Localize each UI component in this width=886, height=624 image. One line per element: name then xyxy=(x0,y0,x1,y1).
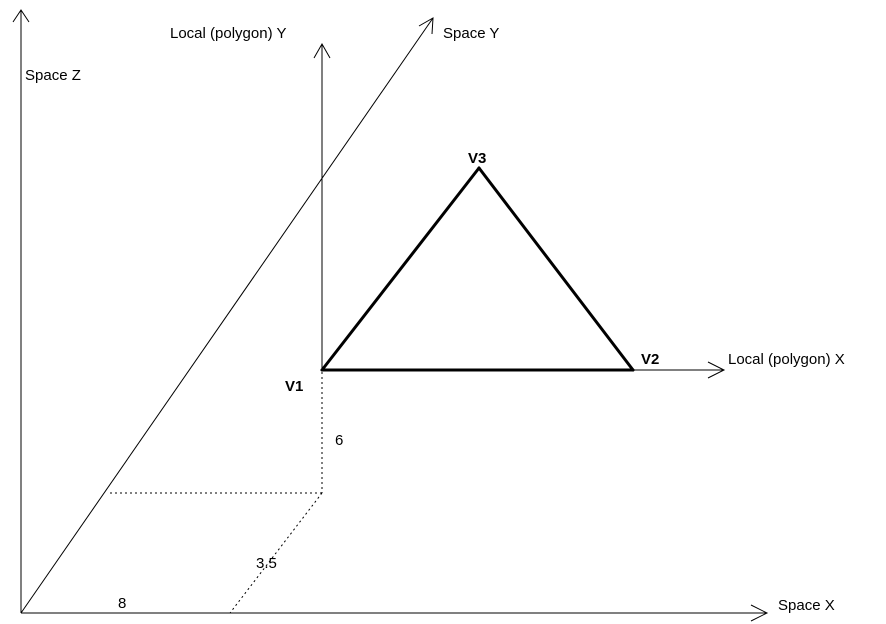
space-z-label: Space Z xyxy=(25,67,81,84)
triangle-polygon xyxy=(320,166,635,372)
y-offset-label: 3.5 xyxy=(256,555,277,572)
z-offset-label: 6 xyxy=(335,432,343,449)
x-offset-label: 8 xyxy=(118,595,126,612)
edge-v3-v2 xyxy=(477,166,635,372)
local-y-axis xyxy=(313,42,331,370)
vertex-v1-label: V1 xyxy=(285,378,303,395)
space-y-label: Space Y xyxy=(443,25,499,42)
y-projection-line xyxy=(229,492,323,614)
projection-lines xyxy=(110,372,323,614)
local-x-label: Local (polygon) X xyxy=(728,351,845,368)
space-x-arrow-icon xyxy=(750,604,769,622)
vertex-v3-label: V3 xyxy=(468,150,486,167)
space-y-arrow-icon xyxy=(418,17,434,35)
local-y-arrow-icon xyxy=(313,42,331,59)
space-x-axis xyxy=(21,604,769,622)
local-y-label: Local (polygon) Y xyxy=(170,25,286,42)
space-x-label: Space X xyxy=(778,597,835,614)
edge-v1-v3 xyxy=(320,166,481,372)
space-y-axis xyxy=(20,17,434,614)
local-x-arrow-icon xyxy=(707,361,726,379)
vertex-v2-label: V2 xyxy=(641,351,659,368)
space-z-axis xyxy=(12,9,30,613)
space-z-arrow-icon xyxy=(12,9,30,23)
